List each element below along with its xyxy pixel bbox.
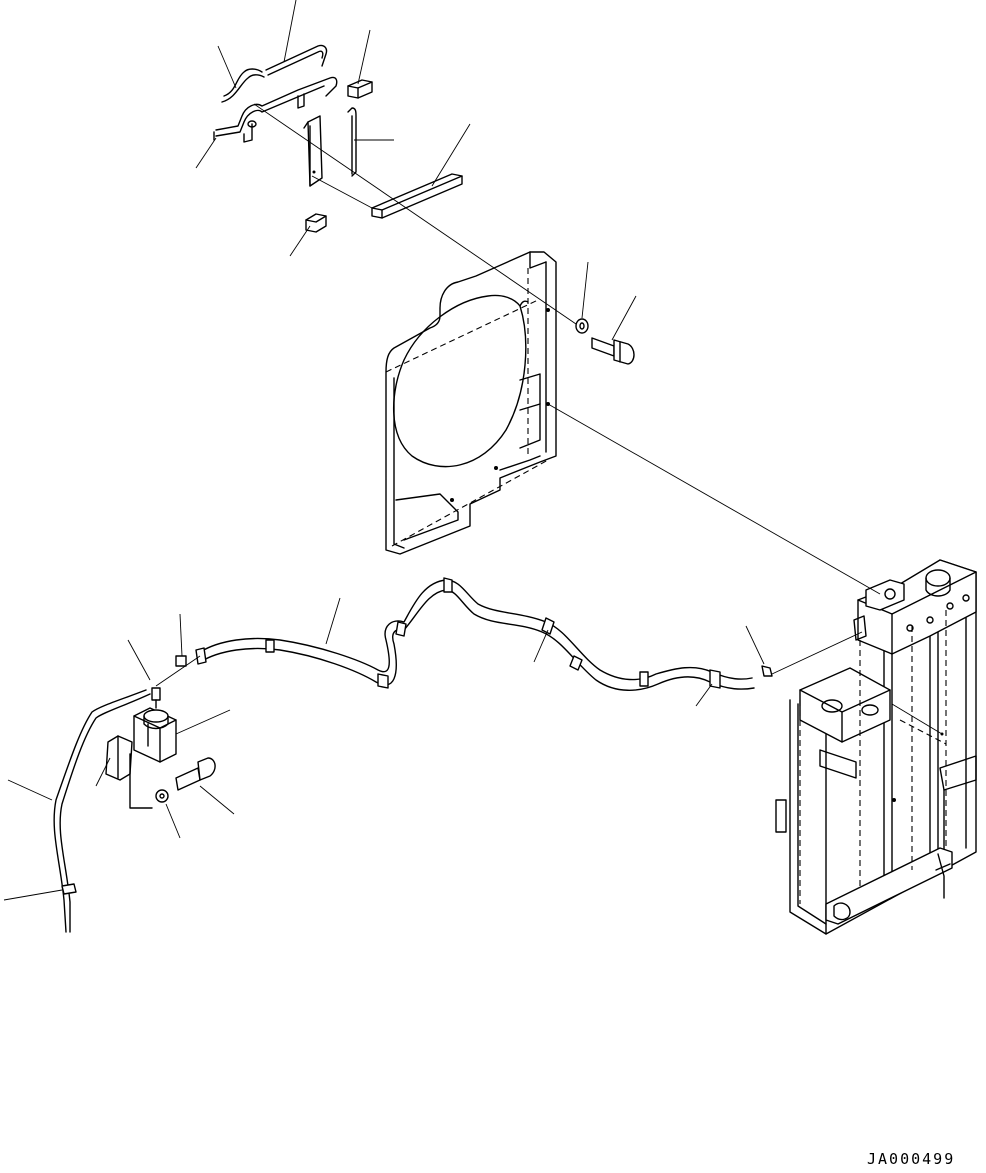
shroud-upper-bracket	[213, 76, 338, 143]
side-plate	[303, 115, 323, 187]
leader-lines	[3, 0, 765, 901]
drawing-id-label: JA000499	[867, 1150, 956, 1168]
upper-seal-strip	[221, 44, 328, 103]
drain-hose	[53, 689, 151, 933]
seal-pad-lower	[305, 213, 327, 233]
seal-strip-vertical	[347, 107, 357, 177]
bolt-lower	[175, 757, 216, 791]
washer	[575, 318, 589, 334]
bolt	[591, 337, 635, 365]
radiator-assembly	[775, 559, 977, 935]
fan-shroud	[385, 251, 557, 555]
seal-pad	[347, 79, 373, 99]
overflow-hose	[175, 577, 773, 691]
connection-lines	[155, 103, 943, 735]
seal-bar	[371, 173, 463, 219]
reservoir-tank	[105, 687, 177, 809]
washer-lower	[155, 789, 169, 803]
